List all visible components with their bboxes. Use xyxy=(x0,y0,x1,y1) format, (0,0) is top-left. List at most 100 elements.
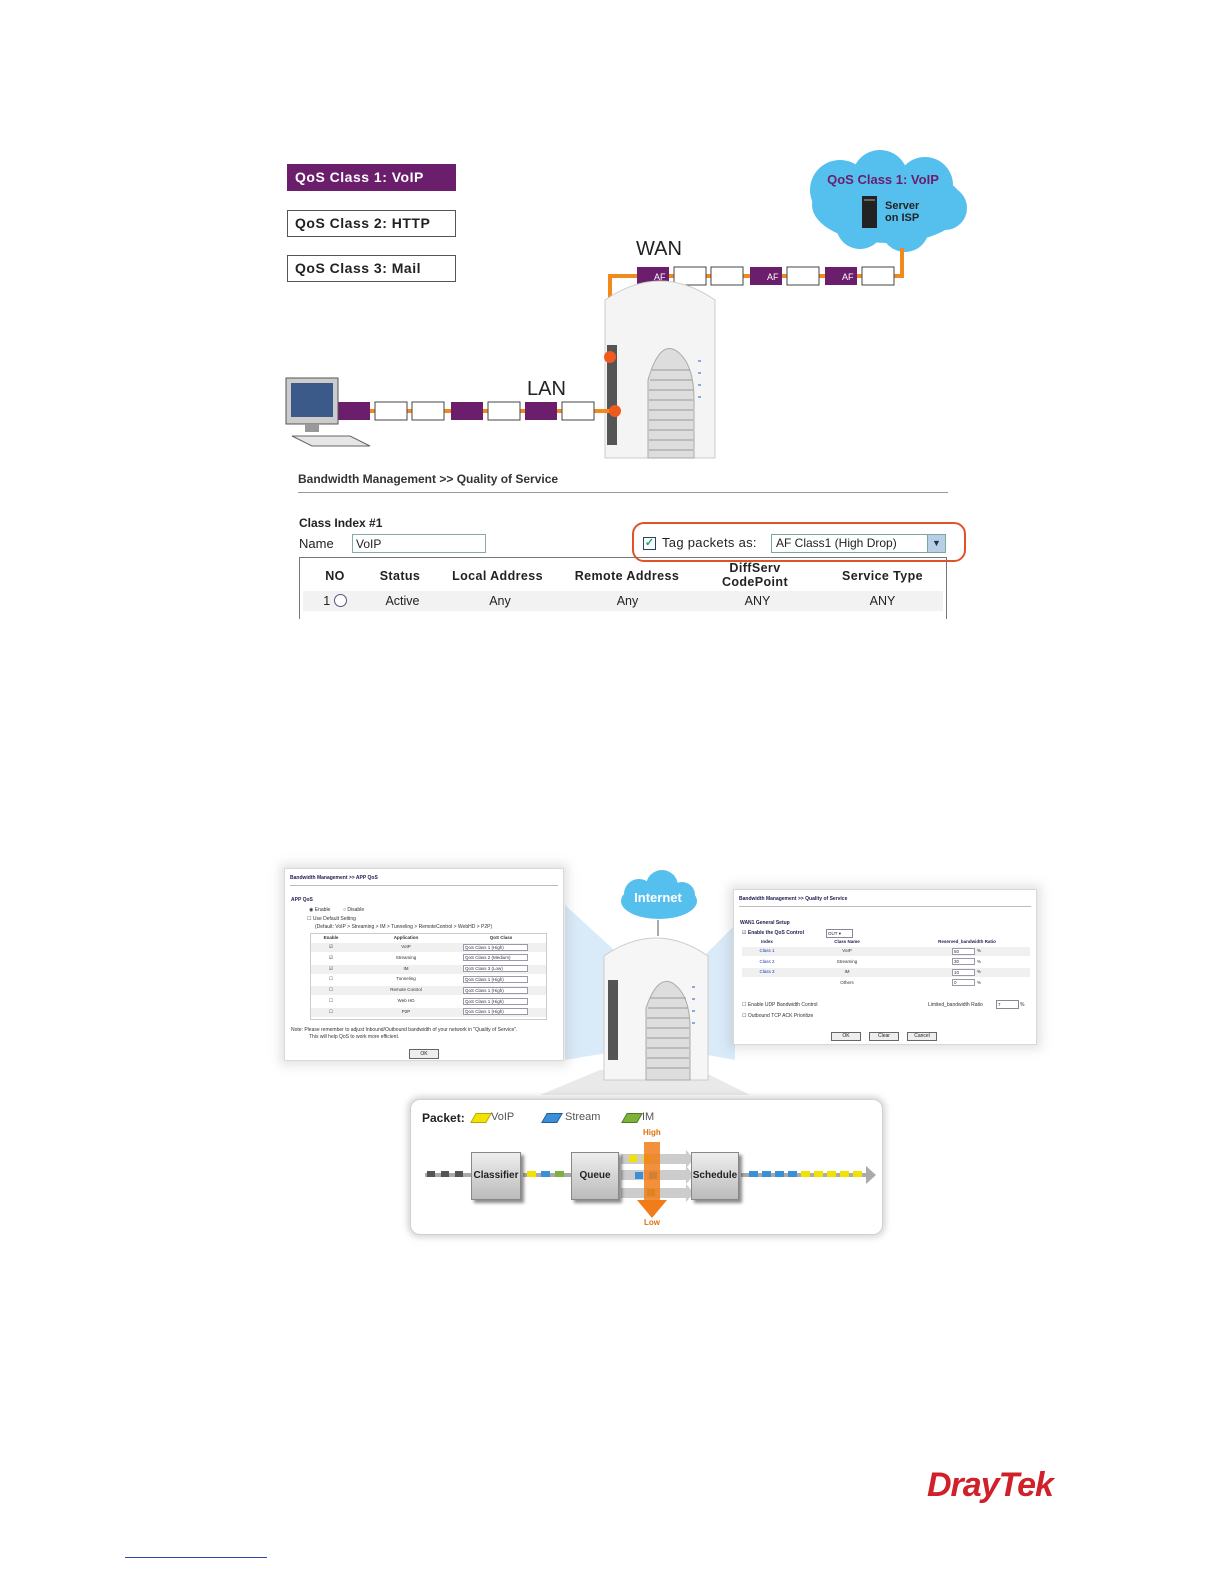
wan-clear-button[interactable]: Clear xyxy=(869,1032,899,1041)
wan-cancel-button[interactable]: Cancel xyxy=(907,1032,937,1041)
app-enable-checkbox[interactable]: ☐ xyxy=(328,976,334,982)
high-label: High xyxy=(643,1128,661,1137)
row-radio[interactable] xyxy=(333,594,347,607)
tag-packets-value: AF Class1 (High Drop) xyxy=(776,536,897,550)
app-name: Tunneling xyxy=(396,976,416,982)
lan-packets xyxy=(338,401,595,421)
app-class-value: QoS Class 3 (Low) xyxy=(465,966,503,972)
packet-label: Packet: xyxy=(422,1111,465,1125)
router-icon xyxy=(604,280,716,459)
use-default-label: Use Default Setting xyxy=(312,916,356,922)
app-qos-section: APP QoS xyxy=(291,897,313,903)
qos-direction-select[interactable]: OUT ▾ xyxy=(826,929,853,938)
lan-port-dot xyxy=(609,405,621,417)
footer-rule xyxy=(125,1557,267,1558)
tag-packets-label: Tag packets as: xyxy=(662,535,757,550)
wan-qos-breadcrumb: Bandwidth Management >> Quality of Servi… xyxy=(739,896,848,902)
app-qos-note-2: This will help QoS to work more efficien… xyxy=(309,1034,400,1040)
isp-cloud-icon xyxy=(810,150,967,252)
wan-ratio-percent: % xyxy=(976,948,981,953)
disable-label: Disable xyxy=(347,907,365,913)
app-enable-checkbox[interactable]: ☐ xyxy=(328,987,334,993)
wan-ratio-input[interactable]: 30 xyxy=(952,958,975,965)
queue-box: Queue xyxy=(571,1152,619,1200)
table-row xyxy=(311,975,546,985)
limited-ratio-input[interactable]: 7 xyxy=(996,1000,1019,1009)
app-name: Streaming xyxy=(395,954,417,960)
draytek-logo: DrayTek xyxy=(927,1466,1054,1504)
wan-ratio-input[interactable]: 50 xyxy=(952,947,975,955)
wan-ratio-percent: % xyxy=(976,969,981,974)
wan-qos-divider xyxy=(739,906,1031,907)
wan-class-name: Streaming xyxy=(836,958,858,964)
app-class-select[interactable]: QoS Class 1 (High) xyxy=(463,975,528,983)
name-input[interactable] xyxy=(352,534,486,553)
col-local-address: Local Address xyxy=(452,569,543,583)
tcp-ack-label: Outbound TCP ACK Prioritize xyxy=(747,1013,814,1019)
computer-icon xyxy=(285,377,371,447)
tag-highlight-box xyxy=(632,522,966,562)
app-enable-checkbox[interactable]: ☑ xyxy=(328,965,334,971)
app-class-select[interactable]: QoS Class 1 (High) xyxy=(463,997,528,1005)
enable-qos-checkbox[interactable]: ☑ Enable the QoS Control xyxy=(742,930,804,936)
table-row xyxy=(742,947,1030,956)
qos-breadcrumb: Bandwidth Management >> Quality of Servi… xyxy=(298,472,559,486)
app-class-value: QoS Class 1 (High) xyxy=(465,987,504,993)
app-class-select[interactable]: QoS Class 1 (High) xyxy=(463,986,528,994)
af-tag-1: AF xyxy=(654,272,666,282)
app-name: Remote Control xyxy=(390,987,422,993)
classifier-box: Classifier xyxy=(471,1152,521,1200)
wan-ratio-input[interactable]: 10 xyxy=(952,968,975,976)
row-local: Any xyxy=(489,594,511,608)
wan-label: WAN xyxy=(636,238,682,260)
app-head-enable: Enable xyxy=(323,935,339,940)
wan-qos-panel: Bandwidth Management >> Quality of Servi… xyxy=(733,889,1037,1045)
legend-im: IM xyxy=(642,1111,655,1123)
app-class-value: QoS Class 1 (High) xyxy=(465,944,504,950)
app-enable-checkbox[interactable]: ☐ xyxy=(328,998,334,1003)
udp-bandwidth-checkbox[interactable]: ☐ Enable UDP Bandwidth Control xyxy=(742,1002,818,1008)
network-diagram: QoS Class 1: VoIP Server on ISP WAN AF A… xyxy=(285,150,967,459)
wan-ratio-percent: % xyxy=(976,958,981,964)
wan-class-name: Others xyxy=(840,979,854,985)
table-row xyxy=(742,978,1030,988)
chevron-down-icon[interactable]: ▼ xyxy=(927,535,945,552)
internet-label: Internet xyxy=(634,890,682,905)
row-service: ANY xyxy=(869,594,896,608)
app-qos-ok-button[interactable]: OK xyxy=(409,1049,439,1059)
use-default-checkbox[interactable]: ☐ Use Default Setting xyxy=(307,916,356,922)
qos-class-1-label: QoS Class 1: VoIP xyxy=(287,164,456,191)
lan-label: LAN xyxy=(527,378,566,400)
app-enable-checkbox[interactable]: ☑ xyxy=(328,944,334,949)
app-class-select[interactable]: QoS Class 2 (Medium) xyxy=(463,954,528,962)
udp-bandwidth-label: Enable UDP Bandwidth Control xyxy=(747,1002,818,1008)
app-qos-enable-radio[interactable]: ◉ Enable xyxy=(309,907,331,913)
wan-head-class: Class Name xyxy=(834,939,860,944)
tag-packets-select[interactable]: AF Class1 (High Drop) ▼ xyxy=(771,534,946,553)
app-class-select[interactable]: QoS Class 3 (Low) xyxy=(463,965,528,973)
server-label-2: on ISP xyxy=(885,212,919,224)
table-row xyxy=(311,953,546,963)
enable-label: Enable xyxy=(314,907,331,913)
wan-ratio-input[interactable]: 0 xyxy=(952,979,975,986)
cloud-title: QoS Class 1: VoIP xyxy=(827,172,939,187)
app-enable-checkbox[interactable]: ☐ xyxy=(328,1008,334,1014)
wan-ok-button[interactable]: OK xyxy=(831,1032,861,1041)
app-class-select[interactable]: QoS Class 1 (High) xyxy=(463,1008,528,1016)
table-row xyxy=(311,986,546,996)
app-name: Web HD xyxy=(397,998,415,1003)
qos-class-2-label: QoS Class 2: HTTP xyxy=(287,210,456,237)
tcp-ack-checkbox[interactable]: ☐ Outbound TCP ACK Prioritize xyxy=(742,1013,814,1019)
default-order-text: (Default: VoIP > Streaming > IM > Tunnel… xyxy=(315,924,493,930)
app-qos-disable-radio[interactable]: ○ Disable xyxy=(343,907,365,913)
app-qos-breadcrumb: Bandwidth Management >> APP QoS xyxy=(290,875,378,881)
app-enable-checkbox[interactable]: ☑ xyxy=(328,954,334,960)
app-class-select[interactable]: QoS Class 1 (High) xyxy=(463,943,528,951)
tag-packets-checkbox[interactable]: ✓ xyxy=(643,537,656,550)
col-no: NO xyxy=(325,569,345,583)
table-row xyxy=(311,997,546,1006)
wan-class-index: Class 3 xyxy=(759,969,775,974)
schedule-box: Schedule xyxy=(691,1152,739,1200)
table-row xyxy=(742,968,1030,977)
